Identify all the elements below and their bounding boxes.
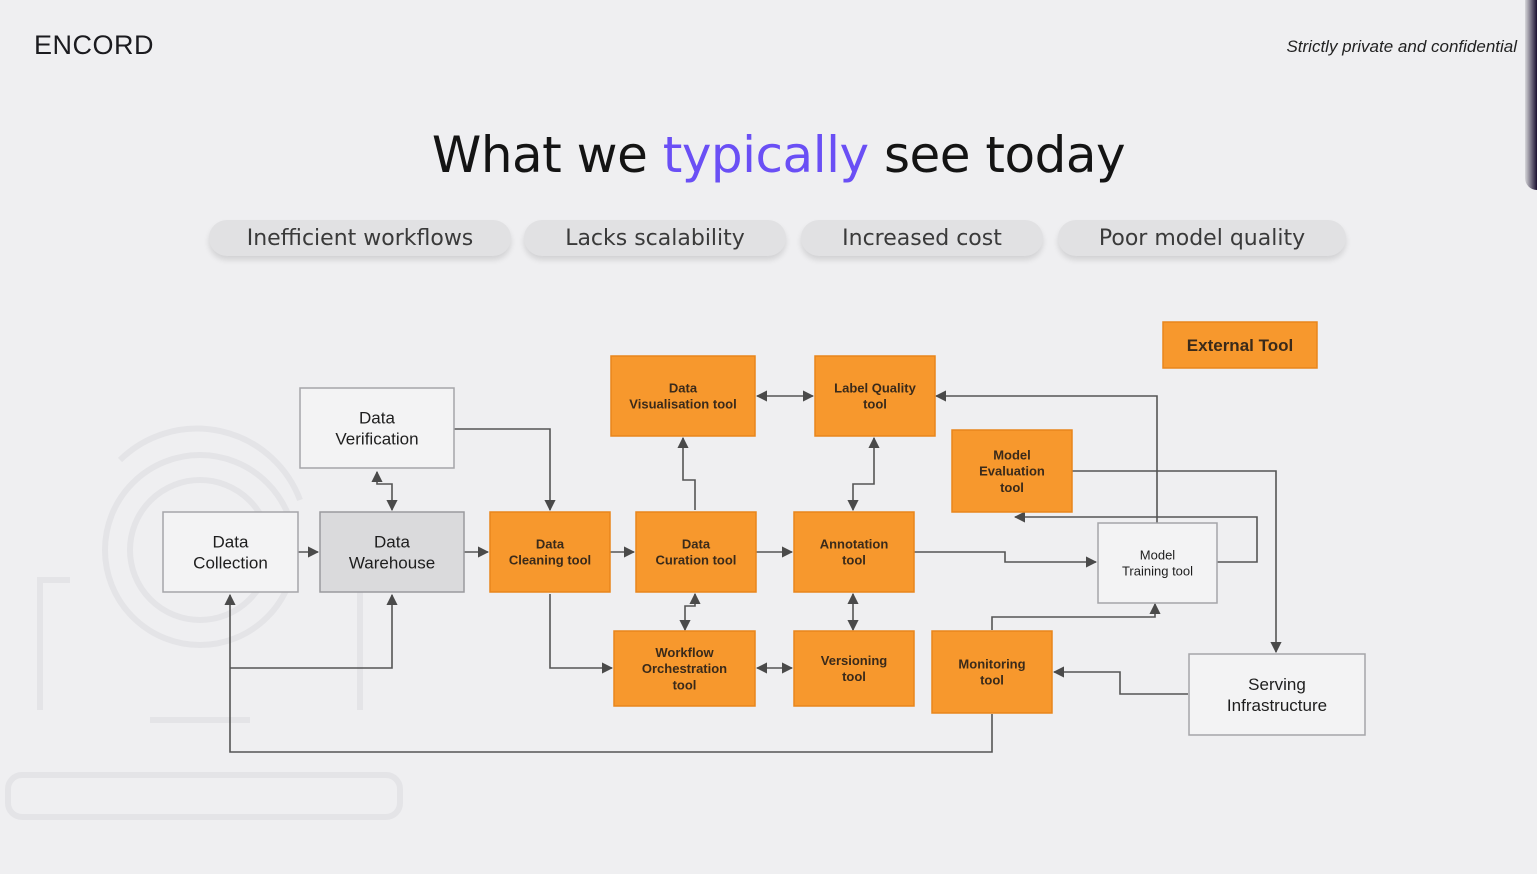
edge-curation-visualisation [677,436,696,510]
node-label: Data [536,536,565,551]
node-box [1188,653,1366,736]
node-box [793,511,915,593]
node-box [951,429,1073,513]
node-label: Evaluation [979,464,1045,479]
edge-monitoring-training [991,602,1161,630]
node-label: Workflow [655,645,714,660]
edge-monitoring-collection [229,668,993,753]
title-highlight: typically [662,126,869,184]
node-label: Visualisation tool [629,397,736,412]
node-label: tool [980,673,1004,688]
edge-annotation-labelquality [847,436,880,512]
node-label: Cleaning tool [509,553,591,568]
title-part2: see today [868,126,1126,184]
pill-inefficient-workflows: Inefficient workflows [209,220,511,256]
pill-increased-cost: Increased cost [801,220,1043,256]
edge-annotation-training [914,551,1098,568]
edge-verification-cleaning [454,428,556,512]
node-label: Data [682,536,711,551]
node-label: Serving [1248,675,1306,694]
node-box [1097,522,1218,604]
title-part1: What we [431,126,663,184]
node-label: Model [993,447,1031,462]
node-label: Versioning [821,653,888,668]
node-label: tool [1000,480,1024,495]
node-box [162,511,299,593]
pill-lacks-scalability: Lacks scalability [524,220,786,256]
node-label: Orchestration [642,661,727,676]
pill-poor-model-quality: Poor model quality [1058,220,1346,256]
node-label: Verification [335,430,418,449]
node-label: Data [359,408,395,427]
edge-curation-workflow [679,592,701,632]
slide-title: What we typically see today [0,126,1537,184]
node-label: Collection [193,554,268,573]
node-label: tool [863,397,887,412]
node-label: Model [1140,547,1176,562]
node-label: Annotation [820,536,889,551]
confidential-note: Strictly private and confidential [1286,37,1517,56]
encord-logo: ENCORD [34,30,155,60]
node-box [635,511,757,593]
node-label: Data [213,532,249,551]
node-label: Data [374,532,410,551]
node-legend: External Tool [1162,321,1318,369]
edge-training-evaluation [1013,511,1258,563]
corner-decoration [1525,0,1537,190]
edge-bus-warehouse [230,593,398,669]
node-label: tool [673,677,697,692]
node-annotation: Annotation tool [793,511,915,593]
edge-evaluation-serving [1072,470,1282,654]
node-box [613,630,756,707]
node-label: Training tool [1122,564,1193,579]
edge-serving-monitoring [1052,666,1188,695]
node-label-quality: Label Quality tool [814,355,936,437]
node-label: Infrastructure [1227,696,1327,715]
node-label: tool [842,669,866,684]
node-label: Warehouse [349,554,435,573]
node-label: tool [842,553,866,568]
node-box [299,387,455,469]
node-box [814,355,936,437]
edge-verification-warehouse [371,470,398,512]
node-label: Curation tool [656,553,737,568]
node-label: Label Quality [834,380,916,395]
node-box [793,630,915,707]
node-box [931,630,1053,714]
node-label: Data [669,380,698,395]
node-monitoring: Monitoring tool [931,630,1053,714]
node-box [489,511,611,593]
node-box [319,511,465,593]
edge-training-labelquality [934,390,1158,523]
node-box [610,355,756,437]
node-box [1162,321,1318,369]
node-label: External Tool [1187,336,1293,355]
edge-cleaning-workflow [549,594,614,674]
node-label: Monitoring [958,656,1025,671]
